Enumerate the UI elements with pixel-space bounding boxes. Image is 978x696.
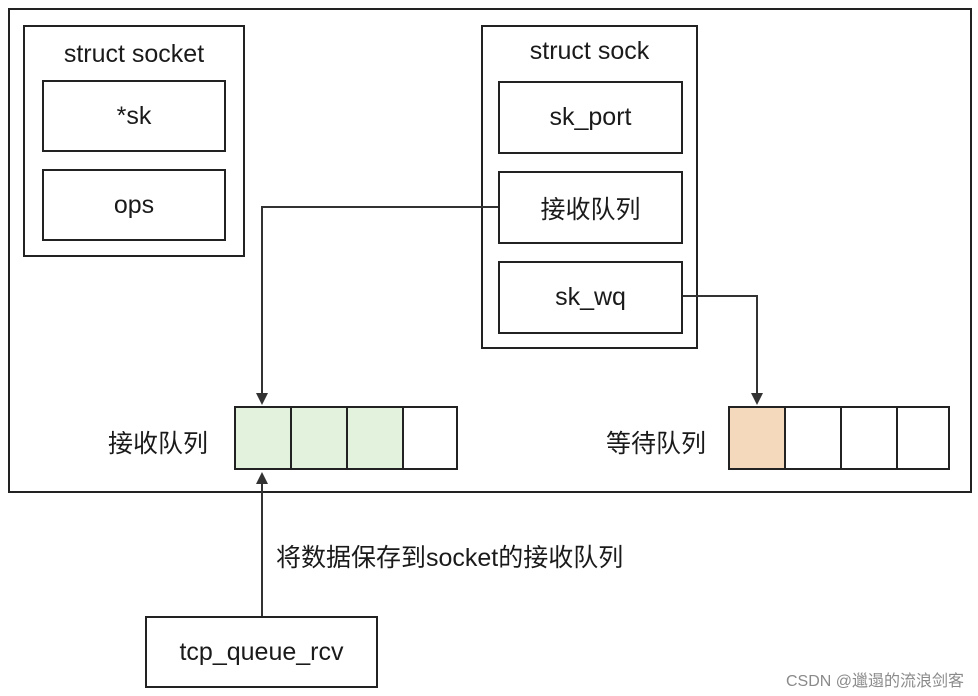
- tcp-queue-rcv-box: tcp_queue_rcv: [145, 616, 378, 688]
- receive-queue-slot: [290, 406, 348, 470]
- wait-queue-slot: [784, 406, 842, 470]
- receive-queue-slot: [234, 406, 292, 470]
- struct-socket-field-ops: ops: [42, 169, 226, 241]
- struct-sock-field-receive-queue: 接收队列: [498, 171, 683, 244]
- struct-sock-field-sk-port: sk_port: [498, 81, 683, 154]
- receive-queue-label: 接收队列: [108, 430, 209, 458]
- wait-queue-slot: [840, 406, 898, 470]
- struct-sock-title: struct sock: [529, 37, 650, 65]
- struct-socket-title: struct socket: [63, 40, 205, 68]
- receive-queue-slot: [402, 406, 458, 470]
- struct-socket-field-sk: *sk: [42, 80, 226, 152]
- receive-queue-slot: [346, 406, 404, 470]
- wait-queue-slot: [896, 406, 950, 470]
- struct-sock-box: [481, 25, 698, 349]
- watermark: CSDN @邋遢的流浪剑客: [785, 673, 964, 690]
- wait-queue-label: 等待队列: [606, 430, 707, 458]
- annotation-text: 将数据保存到socket的接收队列: [276, 544, 624, 572]
- struct-sock-field-sk-wq: sk_wq: [498, 261, 683, 334]
- struct-socket-box: [23, 25, 245, 257]
- wait-queue-slot: [728, 406, 786, 470]
